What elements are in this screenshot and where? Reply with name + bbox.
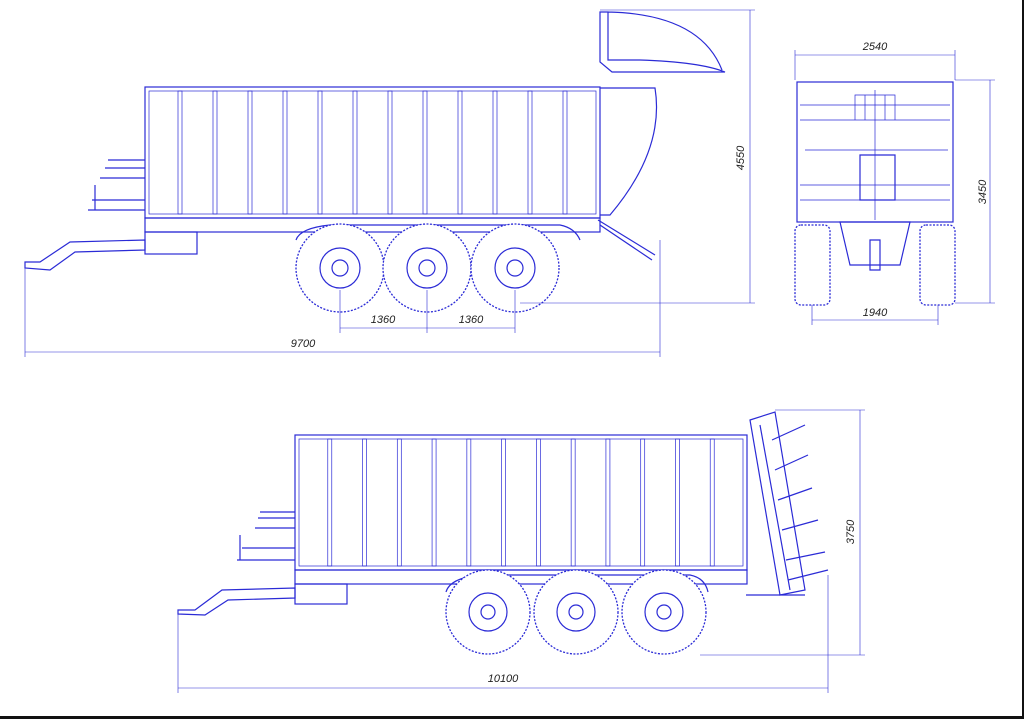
body-post <box>317 90 323 215</box>
dimension-label: 1360 <box>459 314 484 326</box>
dimension-label: 4550 <box>735 145 747 170</box>
front-ladder <box>237 511 295 561</box>
dimension-height: 3750 <box>700 409 865 656</box>
body-post <box>327 438 333 567</box>
body-post <box>605 438 611 567</box>
dimension-track: 1940 <box>811 305 939 325</box>
body-post <box>466 438 472 567</box>
wheels <box>295 223 560 313</box>
body-post <box>212 90 218 215</box>
rear-strut <box>597 219 656 261</box>
body-post <box>387 90 393 215</box>
front-support <box>144 231 198 255</box>
drawbar <box>177 587 296 616</box>
body-posts <box>177 90 568 215</box>
front-support <box>294 583 348 605</box>
rear-beater <box>600 87 658 216</box>
body-post <box>570 438 576 567</box>
drawbar <box>24 239 146 271</box>
dimension-label: 9700 <box>291 338 316 350</box>
wheel <box>533 569 619 655</box>
dimension-label: 3750 <box>845 519 857 544</box>
body-posts <box>327 438 715 567</box>
body-inner <box>298 438 744 567</box>
dimension-label: 3450 <box>977 179 989 204</box>
wheel <box>621 569 707 655</box>
rear-spreader <box>749 411 806 596</box>
body-inner <box>148 90 597 215</box>
spreader-tines <box>771 424 829 581</box>
body-post <box>247 90 253 215</box>
body-post <box>527 90 533 215</box>
wheel <box>445 569 531 655</box>
body-post <box>362 438 367 567</box>
dimension-height: 3450 <box>955 79 995 304</box>
dimension-axle-spacing: 1360 1360 <box>339 290 516 333</box>
body-post <box>640 438 646 567</box>
front-view: 2540 3450 1940 <box>794 41 995 325</box>
fenders <box>295 224 581 241</box>
body-post <box>431 438 437 567</box>
dimension-length: 9700 <box>24 240 661 357</box>
body-post <box>352 90 358 215</box>
wheel <box>470 223 560 313</box>
body-post <box>282 90 288 215</box>
body-post <box>675 438 680 567</box>
side-view-top: 4550 9700 1360 1360 <box>24 9 755 357</box>
body-post <box>709 438 715 567</box>
wheels <box>445 569 707 655</box>
body-post <box>492 90 498 215</box>
body-post <box>562 90 568 215</box>
front-wheel-right <box>919 224 956 306</box>
body-post <box>457 90 463 215</box>
body-post <box>177 90 183 215</box>
dimension-label: 1360 <box>371 314 396 326</box>
dimension-width: 2540 <box>794 41 956 80</box>
dimension-label: 1940 <box>863 307 888 319</box>
body-post <box>501 438 506 567</box>
front-hitch <box>839 154 911 271</box>
body-post <box>422 90 428 215</box>
front-ladder <box>88 159 145 211</box>
body-post <box>536 438 541 567</box>
dimension-length: 10100 <box>177 575 829 693</box>
body-post <box>396 438 402 567</box>
side-view-bottom: 3750 10100 <box>177 409 865 693</box>
front-wheel-left <box>794 224 831 306</box>
dimension-label: 10100 <box>488 673 519 685</box>
chassis-frame <box>294 569 748 585</box>
dimension-label: 2540 <box>862 41 888 53</box>
rear-hood <box>599 11 726 73</box>
dimension-height: 4550 <box>520 9 755 304</box>
